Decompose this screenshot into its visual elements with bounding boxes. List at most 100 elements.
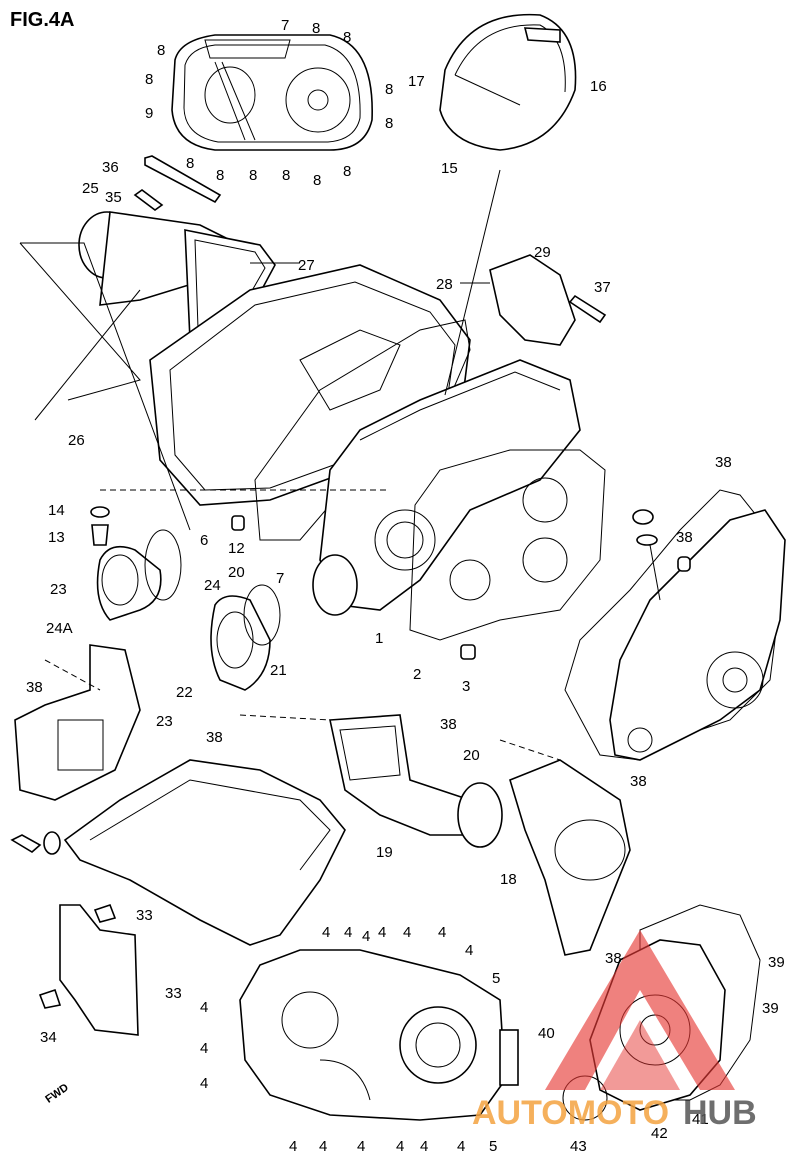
callout-3: 3 [462,678,470,695]
callout-38: 39 [762,1000,779,1017]
callout-8: 8 [249,167,257,184]
callout-18: 20 [228,564,245,581]
callout-4: 4 [200,1040,208,1057]
callout-11: 13 [48,529,65,546]
callout-4: 4 [438,924,446,941]
duct-21 [14,644,141,801]
callout-25: 27 [298,257,315,274]
callout-31: 36 [102,159,119,176]
callout-9: 8 [145,71,153,88]
callout-10: 12 [228,540,245,557]
bracket [489,254,607,346]
leader-lines [19,169,661,761]
callout-24: 25 [82,180,99,197]
callout-5: 5 [492,970,500,987]
callout-29: 34 [40,1029,57,1046]
cooling-duct-cover [439,13,577,151]
callout-28: 33 [165,985,182,1002]
callout-4: 4 [200,1075,208,1092]
callout-21: 23 [156,713,173,730]
callout-33: 38 [440,716,457,733]
bolt-31 [144,155,222,204]
callout-26: 28 [436,276,453,293]
lower-side-cover [239,949,519,1121]
callout-6: 6 [200,532,208,549]
plate-28 [59,904,139,1036]
callout-9: 9 [145,105,153,122]
bolt-30 [133,189,164,211]
callout-29: 33 [136,907,153,924]
callout-16: 18 [500,871,517,888]
callout-32: 37 [594,279,611,296]
callout-4: 4 [362,928,370,945]
part-3 [460,644,476,660]
callout-38: 42 [651,1125,668,1142]
callout-13: 15 [441,160,458,177]
bolt-29-upper [93,903,117,923]
bolt-29-lower [38,988,62,1009]
callout-4: 4 [322,924,330,941]
callout-labels: 7 8 8 8 8 8 8 9 8 8 8 8 8 8 17 16 15 36 … [26,17,785,1155]
crankcase-gasket [409,449,606,641]
callout-38: 38 [605,950,622,967]
callout-23: 24A [46,620,73,637]
callout-5: 5 [489,1138,497,1155]
gasket [254,319,471,541]
callout-4: 4 [319,1138,327,1155]
callout-30: 35 [105,189,122,206]
clamp-23 [144,529,182,601]
hose-22 [96,545,162,621]
watermark-text-1: AUTOMOTO [472,1094,669,1132]
dowel-37 [677,556,691,572]
magneto-cover [564,489,786,761]
part-12 [90,506,110,518]
callout-4: 4 [378,924,386,941]
callout-23: 24 [204,577,221,594]
callout-4: 4 [465,942,473,959]
callout-8: 8 [343,163,351,180]
duct-17 [329,714,503,848]
callout-38: 39 [768,954,785,971]
callout-33: 38 [26,679,43,696]
figure-title: FIG.4A [10,9,74,31]
callout-20: 22 [176,684,193,701]
bolt-43 [10,834,42,853]
callout-38: 40 [538,1025,555,1042]
guard-34 [63,759,346,946]
callout-36: 38 [715,454,732,471]
watermark-text-2: HUB [683,1094,757,1132]
duct-16 [509,759,631,956]
callout-19: 20 [463,747,480,764]
callout-15: 17 [408,73,425,90]
fwd-label: FWD [43,1082,70,1106]
callout-17: 19 [376,844,393,861]
callout-8: 8 [313,172,321,189]
callout-37: 38 [676,529,693,546]
callout-14: 16 [590,78,607,95]
callout-38: 41 [692,1111,709,1128]
callout-7: 7 [276,570,284,587]
callout-4: 4 [457,1138,465,1155]
callout-8: 8 [343,29,351,46]
callout-4: 4 [289,1138,297,1155]
part-10 [231,515,245,531]
callout-8: 8 [186,155,194,172]
outer-clutch-cover [171,34,373,151]
callout-8: 8 [385,81,393,98]
callout-20: 21 [270,662,287,679]
callout-8: 7 [281,17,289,34]
callout-4: 4 [200,999,208,1016]
callout-4: 4 [403,924,411,941]
cap-40 [632,509,654,525]
callout-8: 8 [282,167,290,184]
callout-38: 43 [570,1138,587,1155]
part-11 [91,524,109,546]
callout-2: 2 [413,666,421,683]
o-ring-41 [636,534,658,546]
callout-8: 8 [385,115,393,132]
crankcase [312,359,581,616]
callout-22: 23 [50,581,67,598]
callout-4: 4 [357,1138,365,1155]
callout-8: 8 [312,20,320,37]
